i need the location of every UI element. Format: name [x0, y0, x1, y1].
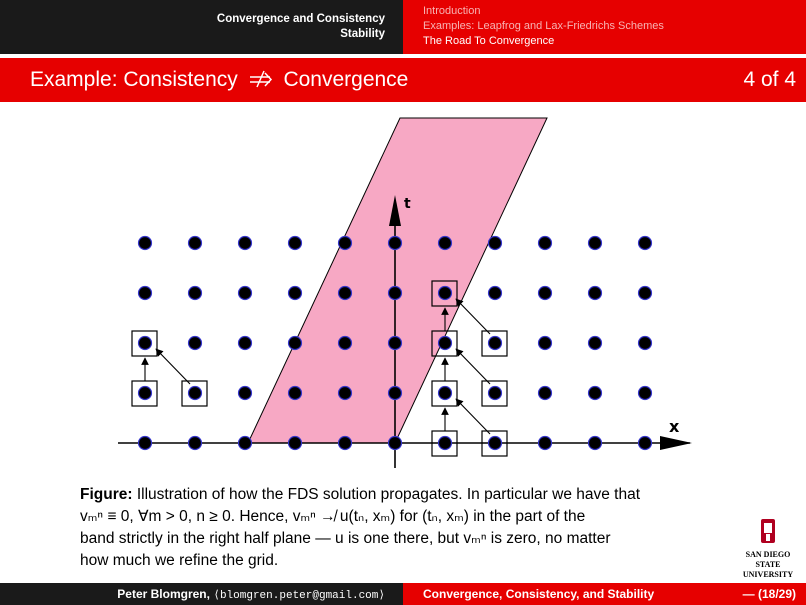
grid-point — [187, 435, 203, 451]
grid-point — [337, 335, 353, 351]
grid-point — [137, 385, 153, 401]
grid-point — [287, 435, 303, 451]
logo-line-1: SAN DIEGO STATE — [745, 550, 791, 569]
grid-point — [637, 235, 653, 251]
grid-point — [537, 335, 553, 351]
grid-point — [337, 435, 353, 451]
footer-short-title: Convergence, Consistency, and Stability — [423, 587, 655, 601]
grid-point — [437, 235, 453, 251]
grid-point — [287, 285, 303, 301]
caption-text-1: Illustration of how the FDS solution pro… — [136, 486, 641, 503]
grid-point — [487, 235, 503, 251]
caption-line-1: Figure: Illustration of how the FDS solu… — [80, 484, 726, 506]
footer-right: Convergence, Consistency, and Stability … — [403, 583, 806, 605]
frame-title-left: Example: Consistency — [30, 68, 238, 91]
header-subsection-3[interactable]: The Road To Convergence — [423, 35, 555, 47]
grid-point — [387, 335, 403, 351]
grid-point — [187, 385, 203, 401]
header-subsection-2[interactable]: Examples: Leapfrog and Lax-Friedrichs Sc… — [423, 20, 664, 32]
grid-point — [537, 385, 553, 401]
caption-line-4: how much we refine the grid. — [80, 552, 279, 569]
grid-point — [287, 335, 303, 351]
grid-point — [587, 385, 603, 401]
logo-line-2: UNIVERSITY — [742, 570, 794, 579]
grid-points — [137, 235, 653, 451]
propagation-figure: t x — [118, 117, 692, 468]
x-axis-label: x — [669, 417, 680, 436]
grid-point — [637, 285, 653, 301]
grid-point — [287, 235, 303, 251]
grid-point — [337, 235, 353, 251]
author-name: Peter Blomgren, — [117, 587, 210, 601]
grid-point — [587, 435, 603, 451]
grid-point — [537, 285, 553, 301]
header-bar: Convergence and Consistency Stability In… — [0, 0, 806, 54]
grid-point — [337, 385, 353, 401]
footer-author: Peter Blomgren, ⟨blomgren.peter@gmail.co… — [117, 587, 385, 602]
footer-bar: Peter Blomgren, ⟨blomgren.peter@gmail.co… — [0, 583, 806, 605]
grid-point — [387, 435, 403, 451]
grid-point — [187, 285, 203, 301]
grid-point — [487, 335, 503, 351]
university-logo — [761, 519, 775, 543]
frame-title: Example: Consistency Convergence — [30, 68, 408, 92]
header-section-2[interactable]: Stability — [340, 28, 385, 40]
grid-point — [537, 235, 553, 251]
footer-left: Peter Blomgren, ⟨blomgren.peter@gmail.co… — [0, 583, 403, 605]
grid-point — [437, 385, 453, 401]
figure-caption: Figure: Illustration of how the FDS solu… — [80, 484, 726, 572]
header-subsections: Introduction Examples: Leapfrog and Lax-… — [403, 0, 806, 54]
caption-label: Figure: — [80, 486, 133, 503]
frame-title-bar: Example: Consistency Convergence 4 of 4 — [0, 58, 806, 102]
grid-point — [387, 385, 403, 401]
grid-point — [587, 285, 603, 301]
grid-point — [237, 335, 253, 351]
stencil-boxes — [131, 280, 508, 457]
university-logo-text: SAN DIEGO STATE UNIVERSITY — [736, 550, 800, 580]
grid-point — [437, 435, 453, 451]
caption-line-3: band strictly in the right half plane — … — [80, 530, 611, 547]
grid-point — [637, 335, 653, 351]
stencil-arrows — [141, 298, 491, 435]
grid-point — [187, 235, 203, 251]
header-subsection-1[interactable]: Introduction — [423, 5, 481, 17]
grid-point — [237, 385, 253, 401]
grid-point — [237, 435, 253, 451]
grid-point — [487, 385, 503, 401]
grid-point — [487, 285, 503, 301]
grid-point — [137, 235, 153, 251]
grid-point — [637, 385, 653, 401]
grid-point — [337, 285, 353, 301]
author-email: ⟨blomgren.peter@gmail.com⟩ — [213, 590, 385, 602]
grid-point — [137, 285, 153, 301]
grid-point — [587, 235, 603, 251]
header-sections: Convergence and Consistency Stability — [0, 0, 403, 54]
t-axis-arrowhead — [389, 195, 401, 226]
grid-point — [587, 335, 603, 351]
grid-point — [487, 435, 503, 451]
grid-point — [637, 435, 653, 451]
footer-page-count: — (18/29) — [742, 587, 796, 601]
grid-point — [387, 235, 403, 251]
header-section-1[interactable]: Convergence and Consistency — [216, 13, 385, 25]
frame-page-number: 4 of 4 — [743, 68, 796, 91]
t-axis-label: t — [404, 196, 411, 212]
grid-point — [137, 435, 153, 451]
grid-point — [137, 335, 153, 351]
grid-point — [537, 435, 553, 451]
frame-title-right: Convergence — [283, 68, 409, 91]
caption-line-2: vₘⁿ ≡ 0, ∀m > 0, n ≥ 0. Hence, vₘⁿ ↛ u(t… — [80, 508, 586, 525]
grid-point — [237, 235, 253, 251]
grid-point — [437, 335, 453, 351]
x-axis-arrowhead — [660, 436, 692, 450]
grid-point — [237, 285, 253, 301]
not-implies-icon — [249, 70, 272, 88]
grid-point — [187, 335, 203, 351]
grid-point — [437, 285, 453, 301]
grid-point — [387, 285, 403, 301]
grid-point — [287, 385, 303, 401]
